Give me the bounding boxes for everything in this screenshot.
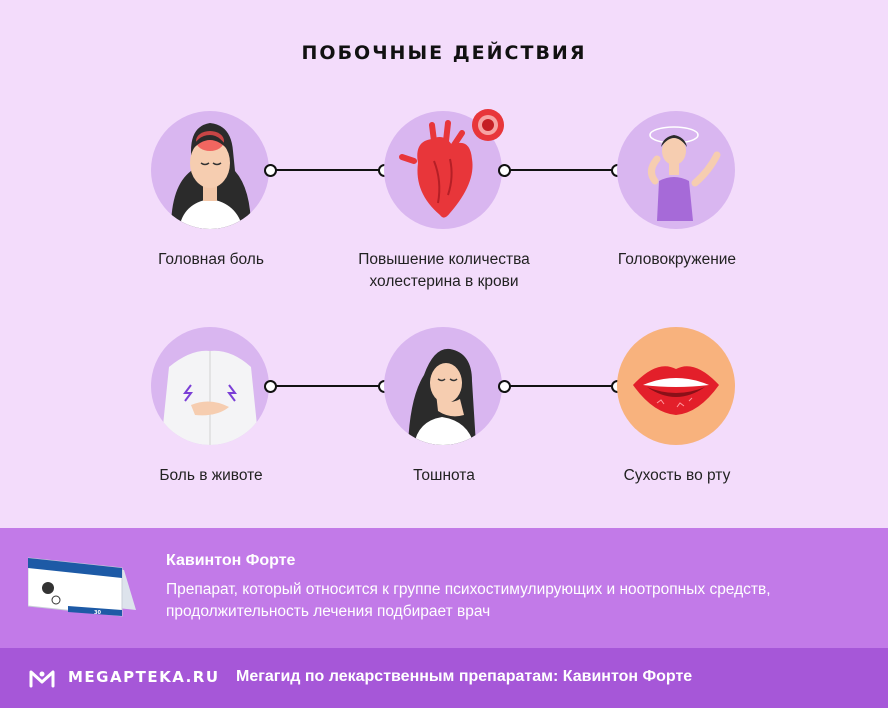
effect-label: Боль в животе (159, 467, 263, 484)
stomach-pain-icon (151, 327, 269, 445)
dizziness-icon (617, 111, 735, 229)
footer-band: MEGAPTEKA.RU Мегагид по лекарственным пр… (0, 648, 888, 708)
effect-label: Головокружение (617, 251, 737, 268)
effect-label: Головная боль (158, 251, 264, 268)
connector-dot (264, 380, 277, 393)
connector-line (271, 169, 381, 171)
drug-info-band: КАВИНТОН® ФОРТЕ 30 Кавинтон Форте Препар… (0, 528, 888, 648)
dry-mouth-icon (617, 327, 735, 445)
brand-name[interactable]: MEGAPTEKA.RU (68, 668, 220, 686)
footer-text: Мегагид по лекарственным препаратам: Кав… (236, 668, 693, 685)
effect-label: Сухость во рту (623, 467, 731, 484)
page-title: ПОБОЧНЫЕ ДЕЙСТВИЯ (301, 42, 587, 64)
headache-icon (151, 111, 269, 229)
drug-description: Препарат, который относится к группе пси… (166, 581, 771, 620)
side-effects-section: ПОБОЧНЫЕ ДЕЙСТВИЯ (151, 42, 737, 484)
nausea-icon (384, 327, 502, 445)
blood-cell-icon (472, 109, 504, 141)
connector-line (504, 169, 614, 171)
effect-label: Повышение количества холестерина в крови (358, 251, 530, 290)
connector-line (504, 385, 614, 387)
package-count: 30 (94, 610, 101, 616)
megapteka-logo-icon (29, 670, 55, 688)
drug-name: Кавинтон Форте (166, 552, 296, 569)
connector-dot (264, 164, 277, 177)
connector-dot (498, 380, 511, 393)
connector-dot (498, 164, 511, 177)
effect-label: Тошнота (413, 467, 475, 484)
connector-line (271, 385, 381, 387)
drug-package-image: КАВИНТОН® ФОРТЕ 30 (27, 550, 138, 626)
